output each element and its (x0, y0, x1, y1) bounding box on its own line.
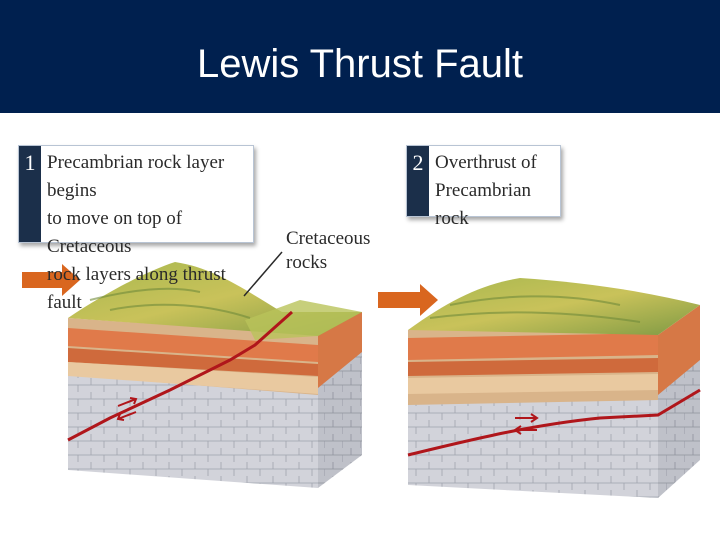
push-arrow-2 (378, 284, 438, 316)
fault-line-1 (67, 310, 293, 442)
push-arrow-1 (22, 264, 80, 296)
caption-1-line-1: Precambrian rock layer begins (47, 152, 225, 201)
cretaceous-rocks-label: Cretaceous rocks (286, 227, 370, 275)
caption-1-line-2: to move on top of Cretaceous (47, 208, 183, 257)
title-bar (0, 0, 720, 113)
caption-2: Overthrust of Precambrian rock (435, 149, 560, 233)
caption-box-2: 2 Overthrust of Precambrian rock (406, 145, 561, 229)
block-1 (67, 262, 362, 488)
cretaceous-label-line-2: rocks (286, 252, 328, 273)
block-2 (407, 278, 701, 498)
step-number-2: 2 (407, 146, 429, 216)
callout-line (243, 251, 283, 297)
slip-arrow-down (116, 411, 137, 421)
caption-box-1: 1 Precambrian rock layer begins to move … (18, 145, 254, 313)
slip-arrow-up (117, 397, 138, 407)
caption-1: Precambrian rock layer begins to move on… (47, 149, 253, 317)
caption-2-line-1: Overthrust of (435, 152, 537, 173)
slide-title: Lewis Thrust Fault (196, 42, 524, 86)
cretaceous-label-line-1: Cretaceous (286, 228, 371, 249)
caption-1-line-3: rock layers along thrust fault (47, 264, 226, 313)
slip-arrow-left (513, 425, 537, 435)
slip-arrow-right (515, 413, 539, 423)
step-number-1: 1 (19, 146, 41, 242)
caption-2-line-2: Precambrian rock (435, 180, 532, 229)
